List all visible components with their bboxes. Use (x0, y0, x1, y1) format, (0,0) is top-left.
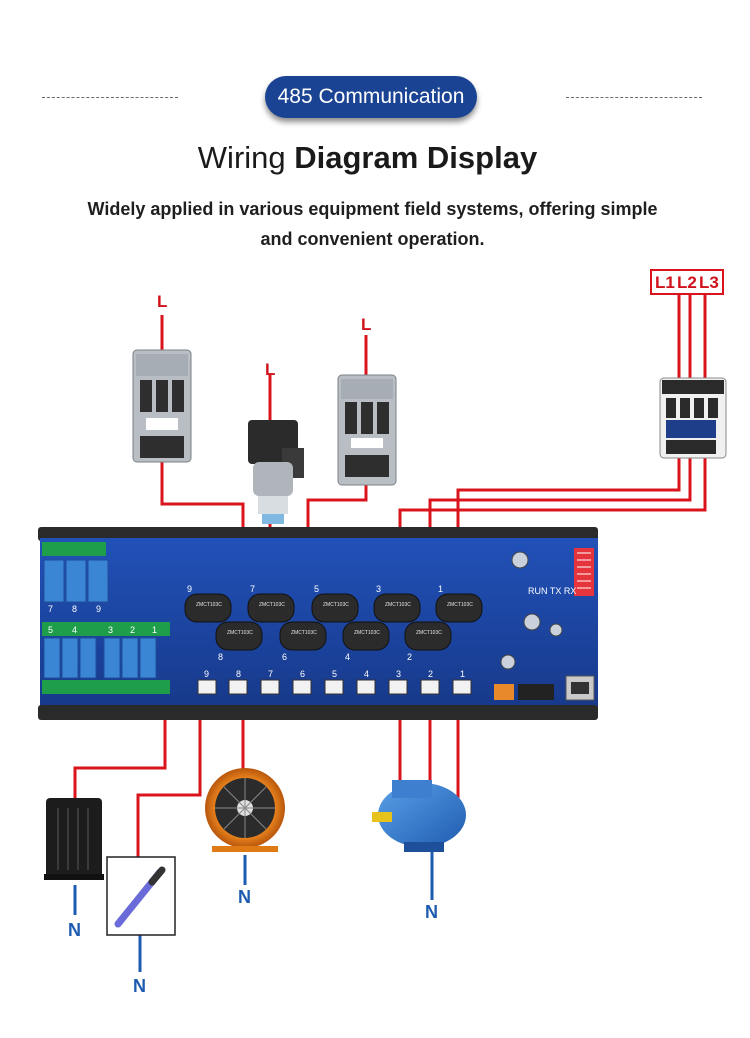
ct-channel-labels: 9 7 5 3 1 8 6 4 2 (187, 584, 443, 662)
page-subtitle: Widely applied in various equipment fiel… (60, 194, 685, 254)
terminal-label: 6 (300, 669, 305, 679)
ct-9 (184, 593, 232, 623)
dip-switch (574, 548, 594, 596)
power-terminal (494, 684, 514, 700)
ct-model-label: ZMCT103C (447, 602, 473, 608)
terminal-label: 9 (204, 669, 209, 679)
terminal-block-bottom-left (42, 680, 170, 694)
neutral-label-motor: N (425, 902, 438, 922)
ct-model-labels: ZMCT103C ZMCT103C ZMCT103C ZMCT103C ZMCT… (196, 602, 473, 636)
ct-model-label: ZMCT103C (385, 602, 411, 608)
relay-label: 9 (96, 604, 101, 614)
line-label-left: L (157, 292, 167, 311)
contactor-left (132, 349, 192, 463)
ct-model-label: ZMCT103C (416, 630, 442, 636)
ct-channel-label: 8 (218, 652, 223, 662)
ventilation-fan (205, 768, 285, 852)
oil-heater (44, 798, 104, 880)
ct-model-label: ZMCT103C (323, 602, 349, 608)
ct-model-label: ZMCT103C (227, 630, 253, 636)
output-terminals (197, 679, 472, 695)
neutral-label-fan: N (238, 887, 251, 907)
ct-2 (404, 621, 452, 651)
led-label: RUN TX RX (528, 586, 576, 596)
terminal-label: 8 (236, 669, 241, 679)
terminal-channel-labels: 9 8 7 6 5 4 3 2 1 (204, 669, 465, 679)
ct-channel-label: 6 (282, 652, 287, 662)
terminal-label: 1 (460, 669, 465, 679)
title-light: Wiring (197, 140, 295, 175)
capacitors (500, 551, 563, 670)
ct-channel-label: 2 (407, 652, 412, 662)
terminal-label: 3 (396, 669, 401, 679)
relay-bank-upper (43, 559, 109, 603)
left-divider (42, 97, 178, 98)
terminal-label: 7 (268, 669, 273, 679)
subtitle-line-1: Widely applied in various equipment fiel… (87, 199, 658, 219)
terminal-label: 2 (428, 669, 433, 679)
ct-model-label: ZMCT103C (354, 630, 380, 636)
page-title: Wiring Diagram Display (0, 140, 735, 176)
relay-label: 5 (48, 625, 53, 635)
ct-8 (215, 621, 263, 651)
selector-switch (248, 420, 304, 524)
ct-channel-label: 1 (438, 584, 443, 594)
ct-6 (279, 621, 327, 651)
neutral-wires (73, 850, 434, 972)
ct-channel-label: 5 (314, 584, 319, 594)
relay-label: 4 (72, 625, 77, 635)
relay-label: 7 (48, 604, 53, 614)
three-phase-motor (372, 780, 466, 852)
contactor-middle (337, 374, 397, 486)
terminal-label: 5 (332, 669, 337, 679)
current-transformers (184, 593, 483, 651)
right-divider (566, 97, 702, 98)
board-rail-bottom (38, 705, 598, 720)
phase-label-l1: L1 (655, 273, 675, 292)
ct-model-label: ZMCT103C (259, 602, 285, 608)
controller-board (38, 527, 598, 720)
relay-label: 3 (108, 625, 113, 635)
board-rail-top (38, 527, 598, 541)
phase-label-box: L1 L2 L3 (650, 269, 724, 295)
ct-1 (435, 593, 483, 623)
ct-channel-label: 4 (345, 652, 350, 662)
ct-channel-label: 9 (187, 584, 192, 594)
relay-label: 2 (130, 625, 135, 635)
neutral-label-uv-lamp: N (133, 976, 146, 996)
ct-channel-label: 7 (250, 584, 255, 594)
ct-5 (311, 593, 359, 623)
uv-lamp (106, 856, 176, 936)
relay-label: 1 (152, 625, 157, 635)
relay-bank-lower (43, 637, 157, 679)
ct-4 (342, 621, 390, 651)
phase-label-l2: L2 (677, 273, 697, 292)
title-bold: Diagram Display (294, 140, 538, 175)
ct-model-label: ZMCT103C (196, 602, 222, 608)
phase-label-l3: L3 (699, 273, 719, 292)
relay-label: 8 (72, 604, 77, 614)
communication-badge: 485 Communication (265, 76, 477, 118)
ct-7 (247, 593, 295, 623)
subtitle-line-2: and convenient operation. (260, 229, 485, 249)
neutral-label-heater: N (68, 920, 81, 940)
ct-3 (373, 593, 421, 623)
contactor-three-phase (659, 377, 727, 459)
terminal-block-top-left (42, 542, 106, 556)
rs485-terminal (518, 684, 554, 700)
terminal-label: 4 (364, 669, 369, 679)
ct-model-label: ZMCT103C (291, 630, 317, 636)
relay-number-labels: 5 4 3 2 1 7 8 9 (48, 604, 157, 635)
line-label-switch: L (265, 360, 275, 379)
line-label-middle: L (361, 315, 371, 334)
ct-channel-label: 3 (376, 584, 381, 594)
terminal-block-mid-left (42, 622, 170, 636)
